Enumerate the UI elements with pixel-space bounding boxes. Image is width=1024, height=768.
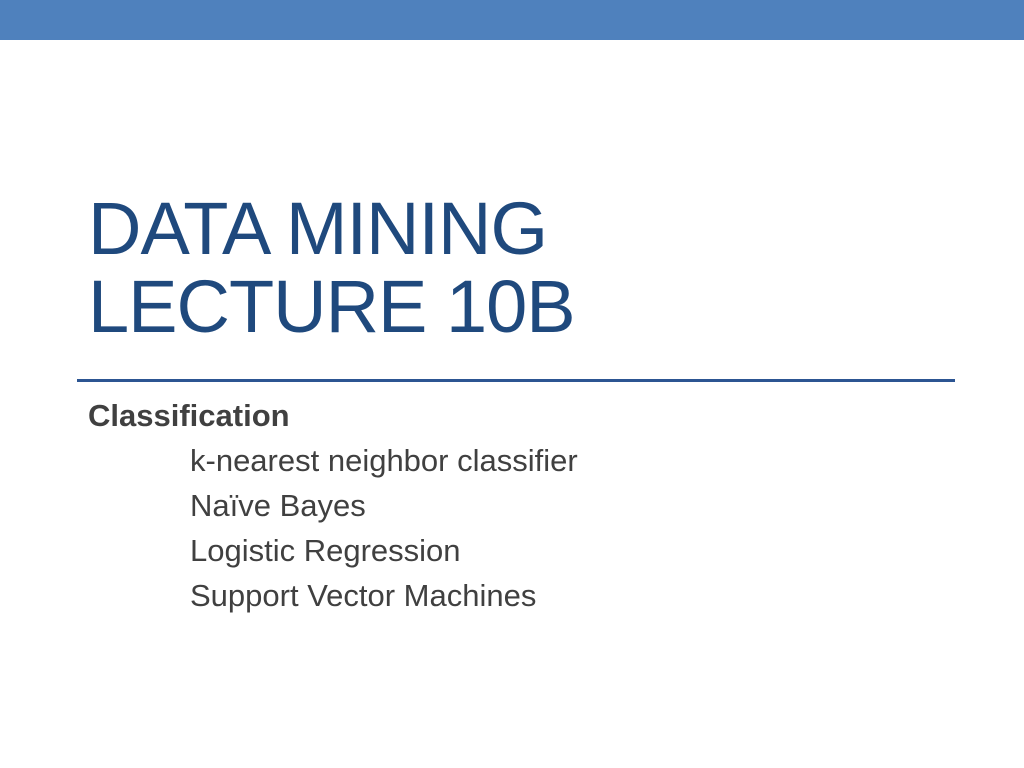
topic-item: Support Vector Machines (190, 578, 537, 613)
top-accent-bar (0, 0, 1024, 40)
topic-item: k-nearest neighbor classifier (190, 443, 578, 478)
topic-item: Logistic Regression (190, 533, 461, 568)
topic-item: Naïve Bayes (190, 488, 366, 523)
slide-title: DATA MINING LECTURE 10B (88, 187, 576, 348)
title-line-2: LECTURE 10B (88, 265, 576, 348)
title-divider (77, 379, 955, 382)
title-line-1: DATA MINING (88, 187, 548, 270)
subtitle-heading: Classification (88, 398, 290, 433)
slide-subtitle: Classification k-nearest neighbor classi… (88, 393, 578, 618)
